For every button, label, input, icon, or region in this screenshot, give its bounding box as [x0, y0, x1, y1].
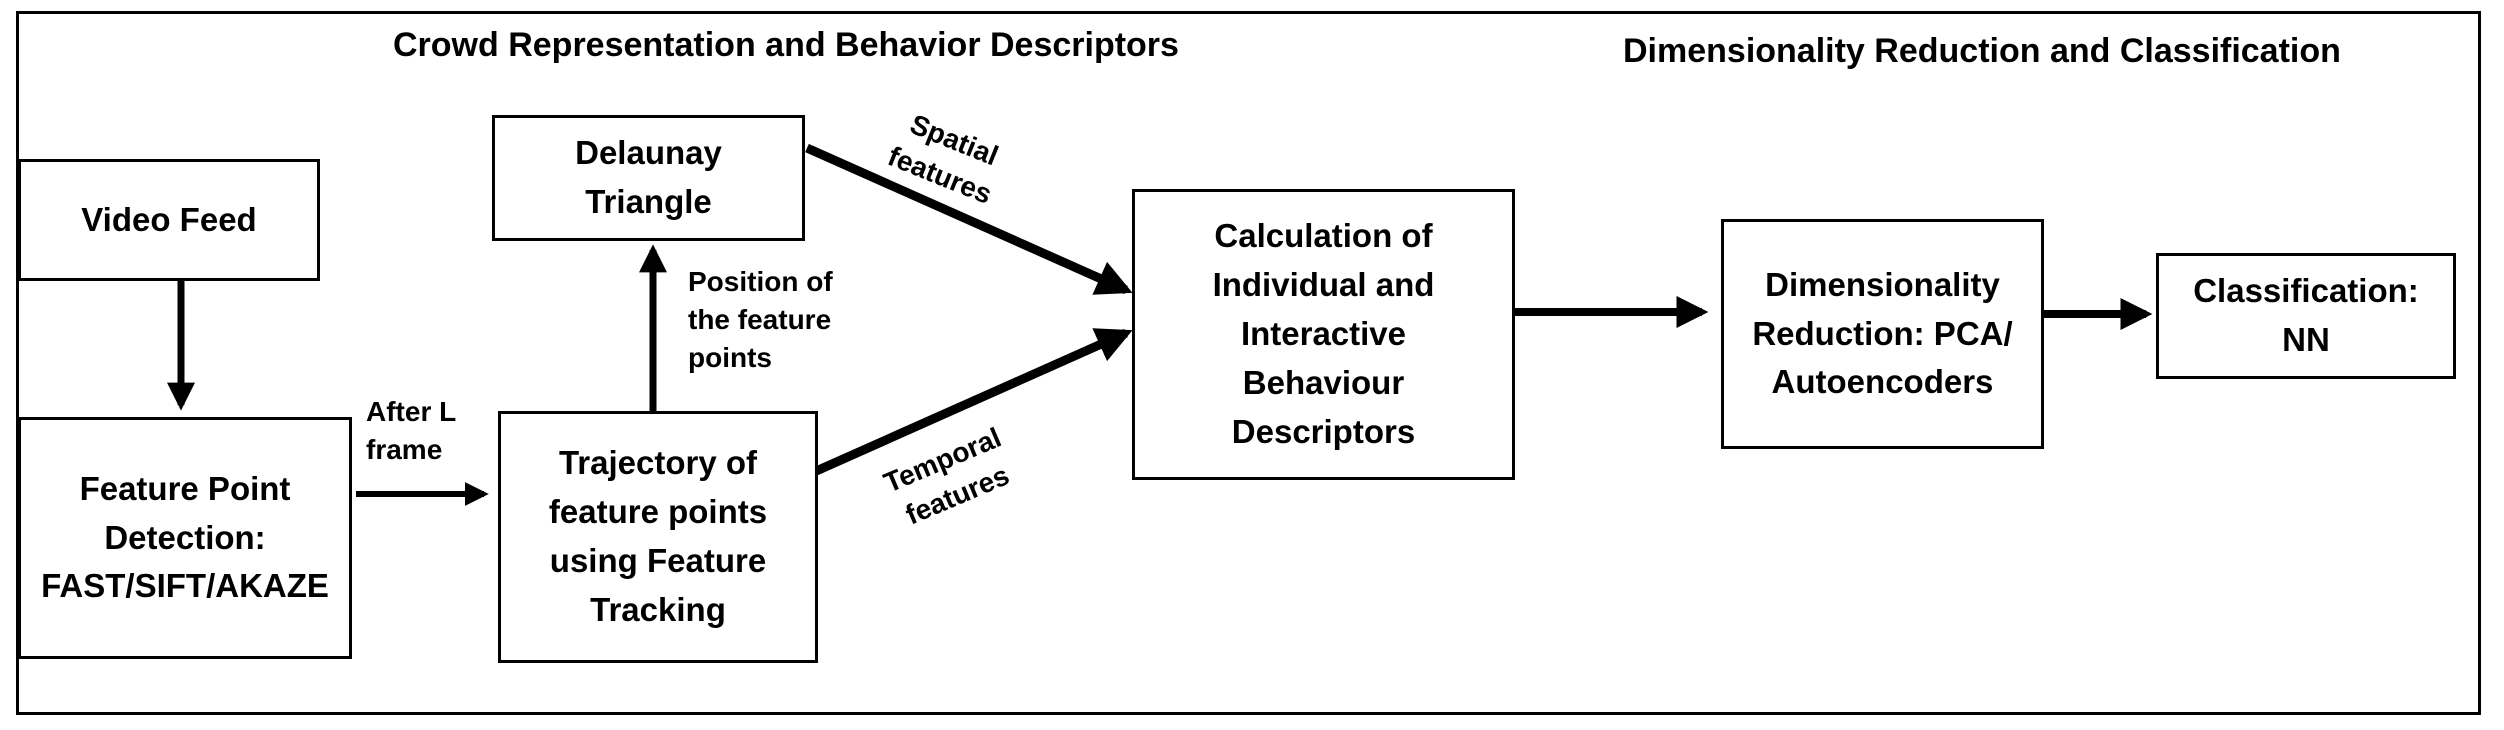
- heading-dimensionality-classification: Dimensionality Reduction and Classificat…: [1623, 32, 2341, 70]
- label-after-l-frame: After L frame: [366, 396, 457, 465]
- calculation-box: Calculation of Individual and Interactiv…: [1132, 189, 1515, 480]
- classification-box: Classification: NN: [2156, 253, 2456, 379]
- delaunay-triangle-box: Delaunay Triangle: [492, 115, 805, 241]
- trajectory-box: Trajectory of feature points using Featu…: [498, 411, 818, 663]
- label-position-of-feature-points: Position of the feature points: [688, 266, 833, 373]
- feature-point-detection-box: Feature Point Detection: FAST/SIFT/AKAZE: [18, 417, 352, 659]
- arrow-delaunay-to-calculation: [805, 143, 1133, 295]
- arrow-trajectory-to-calculation: [812, 328, 1133, 477]
- diagram-frame: [16, 11, 2481, 715]
- dimensionality-reduction-box: Dimensionality Reduction: PCA/ Autoencod…: [1721, 219, 2044, 449]
- heading-crowd-representation: Crowd Representation and Behavior Descri…: [393, 26, 1179, 64]
- video-feed-box: Video Feed: [18, 159, 320, 281]
